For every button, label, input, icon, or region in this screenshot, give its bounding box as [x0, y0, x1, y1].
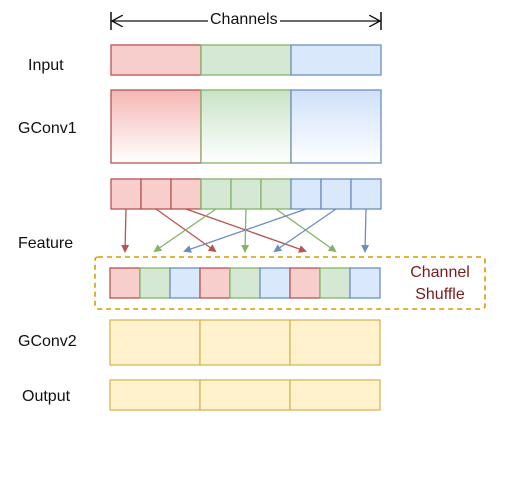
input-bar: [110, 44, 382, 76]
feature-channel-4: [200, 178, 232, 210]
shuffle-arrow-9-to-9: [361, 208, 370, 253]
channel-shuffle-box: [94, 256, 486, 310]
feature-channel-5: [230, 178, 262, 210]
input-red-group: [110, 44, 202, 76]
shuffled-channel-5: [229, 267, 261, 299]
input-blue-group: [290, 44, 382, 76]
feature-channel-2: [140, 178, 172, 210]
output-group-1: [109, 379, 201, 411]
feature-channel-1: [110, 178, 142, 210]
shuffled-channel-4: [199, 267, 231, 299]
channel-shuffle-label: Channel Shuffle: [402, 262, 478, 306]
shuffled-channel-7: [289, 267, 321, 299]
output-label: Output: [22, 388, 71, 405]
feature-channel-8: [320, 178, 352, 210]
shuffled-channel-9: [349, 267, 381, 299]
output-bar: [109, 379, 381, 411]
gconv2-label: GConv2: [18, 333, 77, 350]
shuffled-channel-6: [259, 267, 291, 299]
gconv1-red-group: [110, 89, 202, 164]
shuffled-channel-3: [169, 267, 201, 299]
output-group-2: [199, 379, 291, 411]
shuffled-channel-1: [109, 267, 141, 299]
gconv2-group-2: [199, 319, 291, 366]
shuffle-arrow-7-to-3: [183, 208, 307, 253]
input-label: Input: [28, 57, 64, 74]
shuffled-channel-2: [139, 267, 171, 299]
feature-channel-6: [260, 178, 292, 210]
feature-channel-7: [290, 178, 322, 210]
channel-shuffle-line1: Channel: [410, 264, 470, 281]
gconv2-group-3: [289, 319, 381, 366]
gconv1-green-group: [200, 89, 292, 164]
channels-label: Channels: [208, 11, 280, 29]
shuffled-channel-8: [319, 267, 351, 299]
gconv1-block: [110, 89, 382, 164]
gconv2-block: [109, 319, 381, 366]
shuffle-arrow-1-to-1: [121, 208, 130, 253]
gconv1-label: GConv1: [18, 120, 77, 137]
channel-shuffle-line2: Shuffle: [415, 286, 465, 303]
gconv1-blue-group: [290, 89, 382, 164]
output-group-3: [289, 379, 381, 411]
feature-channel-9: [350, 178, 382, 210]
shuffle-arrows: [121, 208, 370, 253]
input-green-group: [200, 44, 292, 76]
shuffle-arrow-8-to-6: [273, 208, 337, 253]
feature-channel-3: [170, 178, 202, 210]
feature-bar: [110, 178, 382, 210]
shuffle-arrow-4-to-2: [153, 208, 217, 253]
feature-label: Feature: [18, 235, 74, 252]
shuffled-bar: [109, 267, 381, 299]
gconv2-group-1: [109, 319, 201, 366]
